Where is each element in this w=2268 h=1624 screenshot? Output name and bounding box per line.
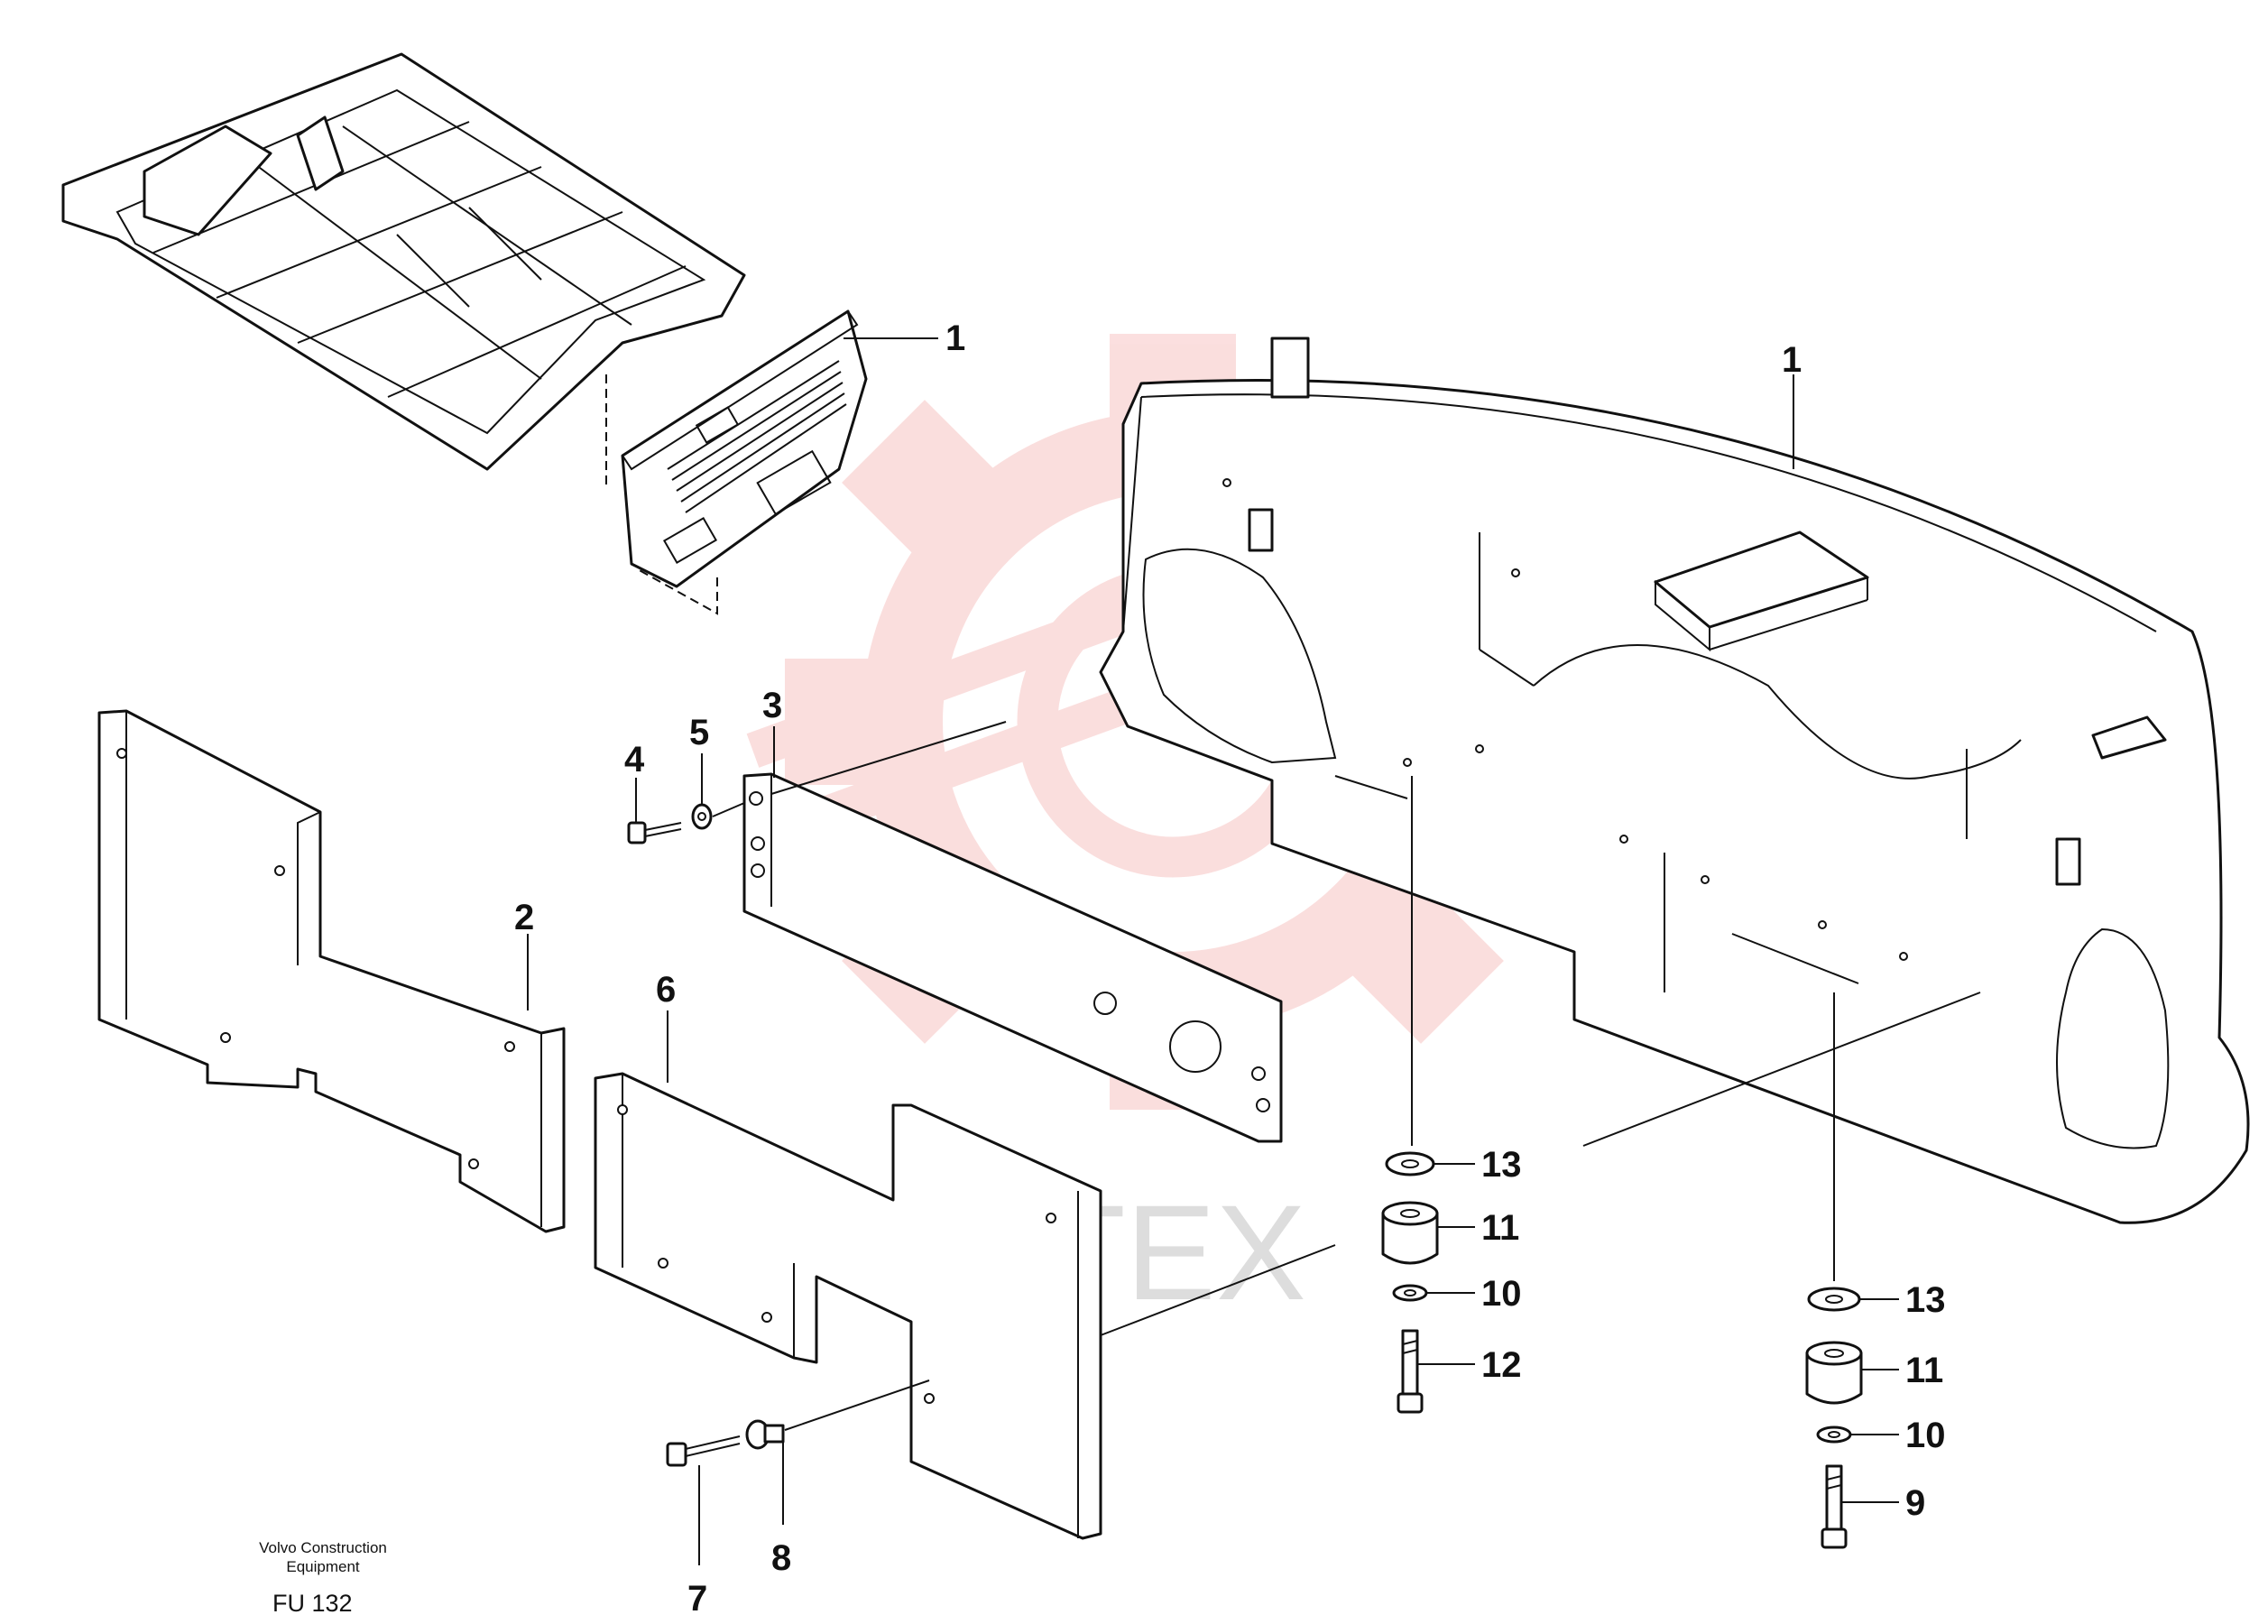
callout-6: 6 (656, 970, 676, 1010)
bolt-7 (666, 1435, 741, 1467)
upper-frame (61, 52, 746, 471)
counterweight-main (1099, 337, 2250, 1224)
callout-13-a: 13 (1481, 1145, 1522, 1185)
bolt-12 (1397, 1329, 1424, 1414)
plate-3 (742, 721, 1283, 1143)
callout-5: 5 (689, 713, 709, 752)
callout-1-left: 1 (945, 318, 965, 358)
callout-10-a: 10 (1481, 1274, 1522, 1314)
axis-diagonal (1582, 992, 1981, 1147)
callout-4: 4 (624, 740, 645, 780)
leader-lines (527, 337, 1899, 1565)
callout-11-b: 11 (1905, 1351, 1943, 1390)
callout-12: 12 (1481, 1345, 1522, 1385)
figure-code: FU 132 (272, 1590, 353, 1617)
washer-10-b (1816, 1426, 1852, 1444)
counterweight-small (605, 309, 868, 615)
callout-1-right: 1 (1782, 340, 1802, 380)
plate-6 (594, 1072, 1336, 1540)
washer-13-b (1807, 1287, 1861, 1312)
callout-8: 8 (771, 1538, 791, 1578)
bushing-11-a (1381, 1201, 1439, 1265)
callout-3: 3 (762, 686, 782, 725)
caption-line-2: Equipment (286, 1558, 360, 1575)
callout-11-a: 11 (1481, 1208, 1519, 1248)
washer-5 (691, 802, 745, 830)
callout-2: 2 (514, 898, 534, 937)
bushing-11-b (1805, 1341, 1863, 1405)
callout-7: 7 (687, 1579, 707, 1619)
bolt-9 (1821, 1464, 1848, 1549)
callout-10-b: 10 (1905, 1416, 1946, 1455)
washer-8 (745, 1379, 930, 1450)
bolt-4 (627, 821, 682, 844)
washer-13-a (1385, 1151, 1435, 1176)
callout-13-b: 13 (1905, 1280, 1946, 1320)
plate-2 (97, 709, 566, 1233)
caption-line-1: Volvo Construction (259, 1539, 387, 1556)
callout-9: 9 (1905, 1483, 1925, 1523)
washer-10-a (1392, 1284, 1428, 1302)
